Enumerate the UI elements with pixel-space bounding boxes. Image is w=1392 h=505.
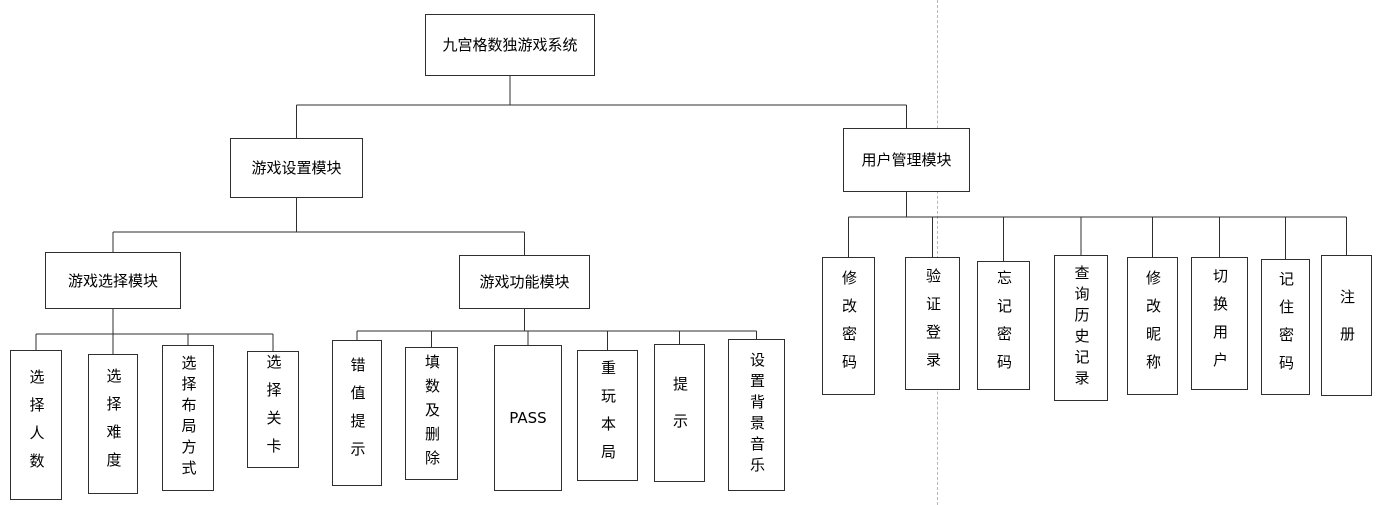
node-change-nickname-label: 修改昵称	[1144, 270, 1162, 382]
node-remember-password-label: 记住密码	[1277, 271, 1295, 383]
node-fill-and-delete: 填数及删除	[405, 347, 458, 480]
node-select-difficulty-label: 选择难度	[104, 368, 123, 480]
node-remember-password: 记住密码	[1261, 259, 1310, 395]
node-query-history: 查询历史记录	[1054, 255, 1108, 401]
node-select-level: 选择关卡	[247, 351, 299, 468]
node-hint-label: 提示	[671, 376, 689, 450]
node-change-password-label: 修改密码	[840, 270, 858, 382]
node-game-selection-module-label: 游戏选择模块	[67, 271, 158, 290]
node-select-layout-mode-label: 选择布局方式	[179, 355, 198, 481]
node-user-management-module: 用户管理模块	[843, 128, 970, 192]
node-wrong-value-hint-label: 错值提示	[348, 357, 367, 469]
node-change-nickname: 修改昵称	[1127, 257, 1178, 395]
node-select-layout-mode: 选择布局方式	[162, 345, 214, 491]
node-register-label: 注册	[1338, 288, 1356, 363]
node-pass-label: PASS	[509, 409, 547, 427]
node-game-selection-module: 游戏选择模块	[45, 252, 181, 309]
page-break-line	[937, 0, 938, 505]
node-query-history-label: 查询历史记录	[1072, 265, 1091, 391]
node-change-password: 修改密码	[822, 257, 875, 395]
node-select-level-label: 选择关卡	[264, 353, 283, 466]
node-select-difficulty: 选择难度	[88, 354, 138, 494]
node-set-background-music: 设置背景音乐	[728, 339, 785, 491]
node-verify-login: 验证登录	[905, 257, 960, 390]
node-root-system-label: 九宫格数独游戏系统	[442, 36, 578, 54]
node-root-system: 九宫格数独游戏系统	[425, 14, 595, 76]
node-game-function-module: 游戏功能模块	[459, 255, 590, 309]
node-game-settings-module-label: 游戏设置模块	[251, 159, 342, 177]
node-fill-and-delete-label: 填数及删除	[423, 353, 441, 474]
node-game-settings-module: 游戏设置模块	[230, 138, 363, 198]
node-forgot-password: 忘记密码	[977, 261, 1030, 390]
node-set-background-music-label: 设置背景音乐	[748, 352, 766, 478]
node-pass: PASS	[494, 345, 562, 491]
node-select-players-label: 选择人数	[27, 369, 46, 481]
node-verify-login-label: 验证登录	[924, 267, 942, 380]
node-wrong-value-hint: 错值提示	[332, 340, 382, 486]
node-hint: 提示	[654, 344, 705, 482]
node-replay-round-label: 重玩本局	[599, 359, 617, 472]
node-replay-round: 重玩本局	[577, 350, 638, 481]
node-select-players: 选择人数	[10, 350, 62, 500]
node-forgot-password-label: 忘记密码	[995, 269, 1013, 382]
node-user-management-module-label: 用户管理模块	[861, 151, 952, 169]
node-register: 注册	[1321, 255, 1372, 396]
node-switch-user: 切换用户	[1191, 257, 1248, 390]
node-game-function-module-label: 游戏功能模块	[479, 273, 570, 291]
node-switch-user-label: 切换用户	[1211, 267, 1229, 380]
